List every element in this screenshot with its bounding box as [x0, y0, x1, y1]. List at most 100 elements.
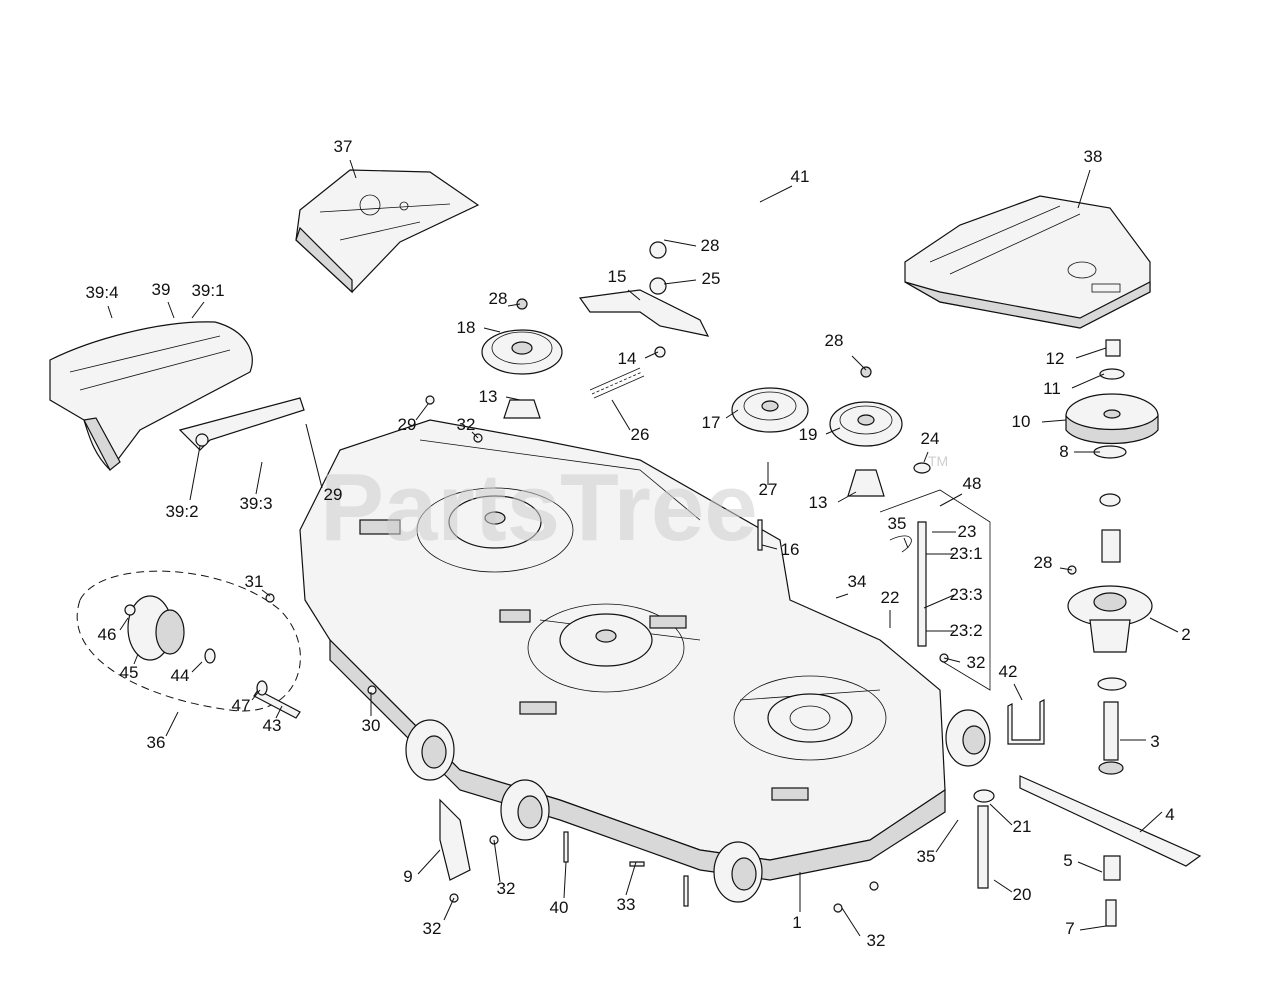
watermark-trademark: TM — [928, 453, 948, 469]
callout-label-c40: 40 — [550, 898, 569, 917]
callout-leader-c19 — [825, 427, 841, 435]
callout-label-c15: 15 — [608, 267, 627, 286]
callout-label-c45: 45 — [120, 663, 139, 682]
callout-label-c26: 26 — [631, 425, 650, 444]
callout-leader-c25 — [663, 279, 697, 285]
callout-label-c39: 39 — [152, 280, 171, 299]
callout-leader-c39 — [167, 301, 175, 319]
belt-cover-right — [904, 195, 1151, 329]
callout-leader-c44 — [191, 661, 203, 673]
callout-label-c31: 31 — [245, 572, 264, 591]
callout-label-c22: 22 — [881, 588, 900, 607]
belt — [448, 13, 883, 270]
callout-label-c47: 47 — [232, 696, 251, 715]
callout-leader-c26 — [611, 399, 631, 431]
callout-leaders — [107, 159, 1179, 937]
callout-leader-c16 — [761, 544, 778, 550]
callout-label-c4: 4 — [1165, 805, 1174, 824]
callout-label-c23: 23 — [958, 522, 977, 541]
watermark: PartsTree — [320, 454, 758, 561]
callout-leader-c14 — [644, 351, 659, 359]
height-pin-assembly — [879, 462, 1045, 889]
callout-leader-c32e — [841, 907, 861, 937]
callout-leader-c39_4 — [107, 305, 113, 319]
deck-wheels — [405, 709, 991, 903]
callout-label-c32e: 32 — [867, 931, 886, 950]
callout-label-c8: 8 — [1059, 442, 1068, 461]
callout-leader-c34 — [835, 593, 849, 599]
anti-scalp-wheel-kit — [76, 570, 301, 719]
callout-label-c33: 33 — [617, 895, 636, 914]
callout-label-c46: 46 — [98, 625, 117, 644]
callout-label-c28d: 28 — [1034, 553, 1053, 572]
callout-leader-c46 — [119, 617, 129, 631]
callout-label-c38: 38 — [1084, 147, 1103, 166]
callout-leader-c28c — [851, 355, 867, 371]
callout-leader-c11 — [1071, 373, 1105, 389]
callout-leader-c37 — [349, 159, 357, 179]
callout-label-c29a: 29 — [398, 415, 417, 434]
callout-leader-c2 — [1149, 617, 1179, 633]
callout-labels: 1234578910111213131415161718192021222323… — [85, 137, 1190, 950]
callout-label-c16: 16 — [781, 540, 800, 559]
callout-label-c14: 14 — [618, 349, 637, 368]
callout-leader-c39_3 — [255, 461, 263, 495]
callout-label-c43: 43 — [263, 716, 282, 735]
callout-label-c23_3: 23:3 — [949, 585, 982, 604]
callout-label-c23_1: 23:1 — [949, 544, 982, 563]
spindle-assembly — [1019, 339, 1202, 927]
callout-label-c41: 41 — [791, 167, 810, 186]
callout-leader-c28a — [663, 239, 697, 247]
callout-label-c2: 2 — [1181, 625, 1190, 644]
callout-label-c23_2: 23:2 — [949, 621, 982, 640]
callout-label-c30: 30 — [362, 716, 381, 735]
callout-label-c39_2: 39:2 — [165, 502, 198, 521]
callout-label-c28b: 28 — [489, 289, 508, 308]
callout-leader-c13a — [505, 396, 521, 401]
callout-label-c1: 1 — [792, 913, 801, 932]
callout-leader-c32b — [943, 657, 961, 663]
callout-label-c3: 3 — [1150, 732, 1159, 751]
deflector-cover — [49, 321, 253, 471]
callout-label-c32b: 32 — [967, 653, 986, 672]
hardware — [265, 395, 1077, 913]
callout-leader-c13b — [837, 491, 857, 503]
callout-leader-c29b — [305, 423, 323, 489]
callout-leader-c47 — [251, 689, 261, 701]
callout-leader-c36 — [165, 711, 179, 737]
callout-leader-c4 — [1139, 811, 1163, 833]
callout-label-c19: 19 — [799, 425, 818, 444]
callout-leader-c32a — [471, 431, 479, 439]
callout-label-c9: 9 — [403, 867, 412, 886]
callout-leader-c10 — [1041, 419, 1067, 423]
cover-bracket — [178, 397, 305, 451]
belt-cover-left — [295, 169, 480, 294]
callout-label-c11: 11 — [1043, 379, 1061, 398]
callout-label-c28c: 28 — [825, 331, 844, 350]
callout-leader-c38 — [1077, 169, 1091, 209]
callout-label-c39_4: 39:4 — [85, 283, 118, 302]
idler-arm — [578, 241, 710, 399]
callout-label-c18: 18 — [457, 318, 476, 337]
callout-leader-c28b — [507, 303, 521, 307]
callout-leader-c42 — [1013, 683, 1023, 701]
callout-label-c24: 24 — [921, 429, 940, 448]
idler-pulley-18 — [481, 298, 563, 419]
callout-leader-c5 — [1077, 861, 1103, 873]
callout-leader-c39_1 — [191, 301, 205, 319]
callout-label-c25: 25 — [702, 269, 721, 288]
callout-label-c13a: 13 — [479, 387, 498, 406]
idler-pulley-17 — [731, 387, 809, 433]
callout-label-c39_1: 39:1 — [191, 281, 224, 300]
callout-leader-c35a — [903, 537, 909, 549]
callout-leader-c28d — [1059, 567, 1073, 571]
callout-label-c35b: 35 — [917, 847, 936, 866]
callout-leader-c48 — [939, 493, 963, 507]
callout-leader-c7 — [1079, 925, 1107, 931]
callout-label-c39_3: 39:3 — [239, 494, 272, 513]
callout-label-c28a: 28 — [701, 236, 720, 255]
callout-leader-c21 — [989, 803, 1013, 826]
callout-label-c32d: 32 — [423, 919, 442, 938]
callout-label-c12: 12 — [1046, 349, 1065, 368]
